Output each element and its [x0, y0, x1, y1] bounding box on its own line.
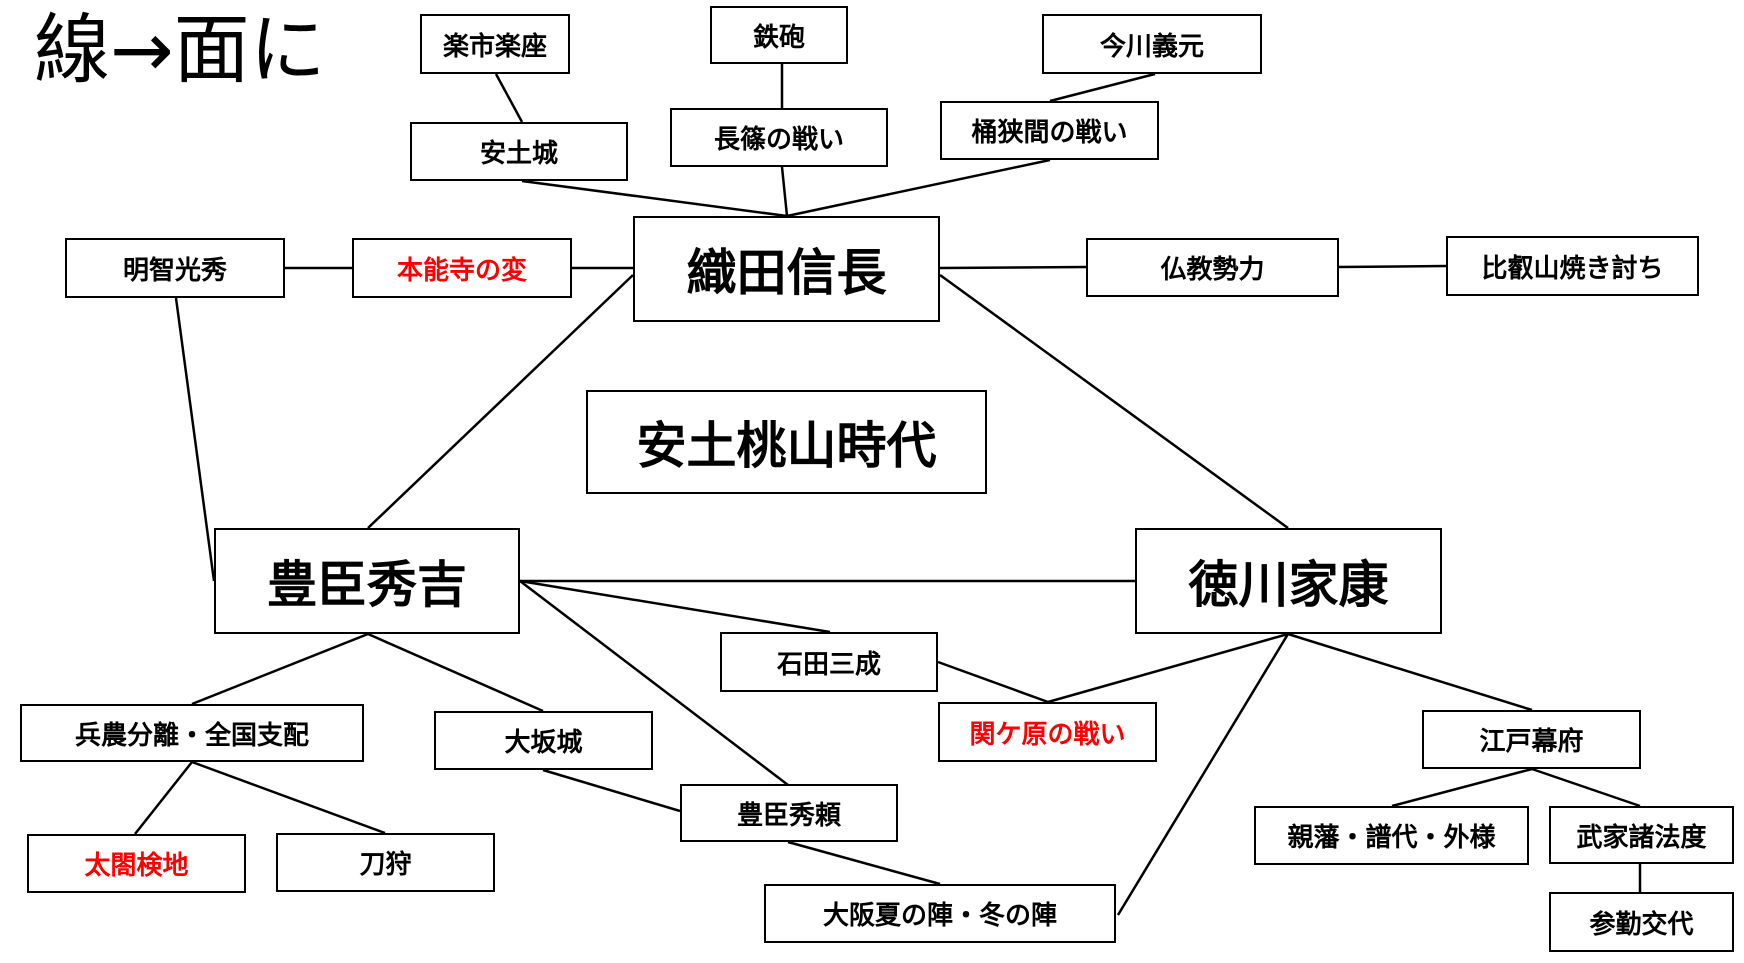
edge-imagawa-okehazama	[1049, 72, 1156, 103]
edge-oda-bukkyo	[939, 265, 1087, 270]
edge-heino-taiko	[134, 761, 193, 835]
diagram-title: 線→面に	[34, 5, 326, 94]
edge-hideyoshi-osakajo	[367, 632, 544, 713]
node-hideyori: 豊臣秀頼	[680, 784, 898, 842]
edge-osakajo-hideyori	[542, 768, 681, 813]
edge-okehazama-oda	[786, 158, 1051, 218]
edge-hideyori-osakanojin	[787, 840, 941, 886]
node-heino: 兵農分離・全国支配	[20, 704, 364, 762]
node-sankin: 参勤交代	[1549, 892, 1734, 952]
node-hieizan: 比叡山焼き討ち	[1446, 236, 1699, 296]
node-hideyoshi: 豊臣秀吉	[214, 528, 520, 634]
edge-ieyasu-bakufu	[1287, 632, 1533, 712]
node-imagawa: 今川義元	[1042, 14, 1262, 74]
node-okehazama: 桶狭間の戦い	[940, 101, 1159, 160]
edge-bakufu-bukeshohatto	[1531, 767, 1641, 808]
node-ieyasu: 徳川家康	[1135, 528, 1442, 634]
node-sekigahara: 関ケ原の戦い	[938, 702, 1157, 762]
edge-mitsuhide-hideyoshi	[174, 297, 216, 582]
node-azuchijo: 安土城	[410, 122, 628, 181]
edge-ieyasu-osakanojin	[1116, 633, 1290, 916]
node-ishida: 石田三成	[720, 632, 938, 692]
node-mitsuhide: 明智光秀	[65, 238, 285, 298]
edge-bakufu-shinpan	[1391, 767, 1533, 808]
node-osakanojin: 大阪夏の陣・冬の陣	[764, 884, 1116, 943]
edge-rakuichi-azuchijo	[494, 73, 524, 123]
edge-hideyoshi-hideyori	[519, 580, 789, 786]
node-teppo: 鉄砲	[710, 6, 848, 64]
node-rakuichi: 楽市楽座	[420, 14, 570, 74]
edge-hideyoshi-heino	[191, 632, 369, 706]
node-shinpan: 親藩・譜代・外様	[1254, 806, 1529, 865]
edge-azuchijo-oda	[521, 179, 788, 218]
node-taiko: 太閤検地	[27, 834, 246, 893]
node-bakufu: 江戸幕府	[1422, 710, 1641, 769]
node-bukeshohatto: 武家諸法度	[1549, 806, 1734, 864]
edge-ishida-sekigahara	[937, 660, 1049, 704]
edge-bukkyo-hieizan	[1338, 264, 1447, 269]
node-nagashino: 長篠の戦い	[670, 108, 888, 167]
edge-ieyasu-sekigahara	[1047, 632, 1289, 704]
node-katanagari: 刀狩	[276, 833, 495, 892]
edge-hideyoshi-ishida	[519, 579, 831, 634]
node-bukkyo: 仏教勢力	[1086, 238, 1339, 297]
node-osakajo: 大坂城	[434, 711, 653, 770]
node-oda: 織田信長	[633, 216, 940, 322]
node-era: 安土桃山時代	[586, 390, 987, 494]
node-honnoji: 本能寺の変	[352, 238, 572, 298]
edge-heino-katanagari	[191, 760, 386, 835]
edge-nagashino-oda	[780, 166, 789, 217]
edge-oda-ieyasu	[939, 273, 1289, 530]
edge-oda-hideyoshi	[367, 274, 634, 529]
